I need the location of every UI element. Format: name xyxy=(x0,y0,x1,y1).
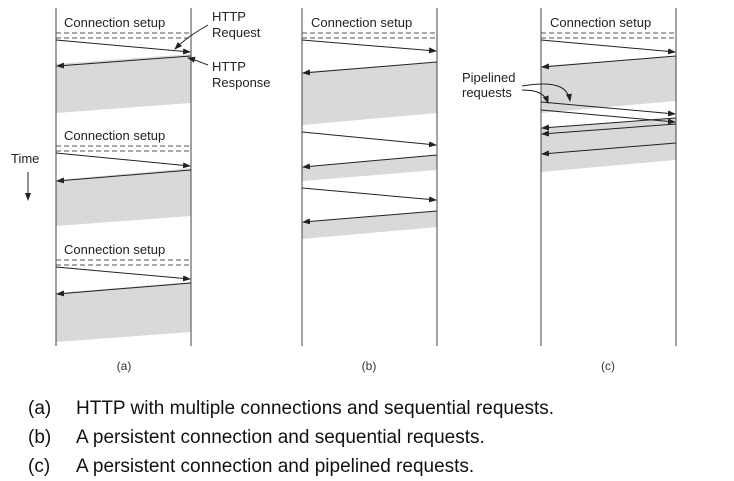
caption-text: A persistent connection and sequential r… xyxy=(76,427,485,448)
caption-tag: (b) xyxy=(28,427,52,448)
panel-a: Connection setup Connection setup Connec… xyxy=(55,8,271,373)
response-arrow xyxy=(56,55,192,69)
connection-setup-label: Connection setup xyxy=(64,15,165,30)
request-callout-line xyxy=(174,24,209,50)
response-arrow xyxy=(541,142,677,157)
request-arrow xyxy=(55,39,191,55)
pipelined-callout-line xyxy=(521,83,572,102)
caption-list: (a) HTTP with multiple connections and se… xyxy=(28,394,554,481)
pipelined-request-arrow xyxy=(540,101,676,117)
response-arrow xyxy=(541,117,677,131)
response-shade xyxy=(302,62,437,125)
caption-tag: (c) xyxy=(28,456,51,477)
response-arrow xyxy=(302,154,438,170)
caption-text: A persistent connection and pipelined re… xyxy=(76,456,475,477)
response-arrow xyxy=(302,210,438,225)
response-arrow xyxy=(302,61,438,76)
connection-setup-label: Connection setup xyxy=(311,15,412,30)
request-arrow xyxy=(55,266,191,282)
response-callout-line xyxy=(187,56,209,66)
pipelined-callout-line xyxy=(521,89,549,104)
response-arrow xyxy=(541,55,677,70)
panel-b: Connection setup (b) xyxy=(301,8,438,373)
caption-text: HTTP with multiple connections and seque… xyxy=(76,398,555,419)
caption-tag: (a) xyxy=(28,398,52,419)
request-arrow xyxy=(55,152,191,169)
request-arrow xyxy=(301,187,437,203)
http-response-label: HTTP Response xyxy=(212,59,271,90)
response-shade xyxy=(302,155,437,181)
caption-item: (a) HTTP with multiple connections and se… xyxy=(28,394,554,423)
panel-label: (b) xyxy=(362,359,377,373)
response-shade xyxy=(56,54,191,113)
time-label: Time xyxy=(11,151,39,166)
panel-c: Connection setup Pipelined requests (c) xyxy=(462,8,677,373)
http-request-label: HTTP Request xyxy=(212,9,261,40)
connection-setup-label: Connection setup xyxy=(64,242,165,257)
response-arrow xyxy=(56,282,192,297)
connection-setup-label: Connection setup xyxy=(64,128,165,143)
response-shade xyxy=(56,168,191,226)
http-timing-diagram: Connection setup Connection setup Connec… xyxy=(11,8,677,373)
response-shade xyxy=(56,282,191,342)
caption-item: (b) A persistent connection and sequentia… xyxy=(28,423,554,452)
response-shade xyxy=(302,211,437,239)
panel-label: (c) xyxy=(601,359,615,373)
connection-setup-label: Connection setup xyxy=(550,15,651,30)
pipelined-requests-label: Pipelined requests xyxy=(462,70,519,100)
time-axis: Time xyxy=(11,151,39,201)
response-shade xyxy=(541,56,676,113)
request-arrow xyxy=(301,131,437,148)
response-arrow xyxy=(541,123,677,137)
panel-label: (a) xyxy=(117,359,132,373)
caption-item: (c) A persistent connection and pipelined… xyxy=(28,452,554,481)
request-arrow xyxy=(301,39,437,54)
response-arrow xyxy=(56,169,192,184)
request-arrow xyxy=(540,39,676,55)
